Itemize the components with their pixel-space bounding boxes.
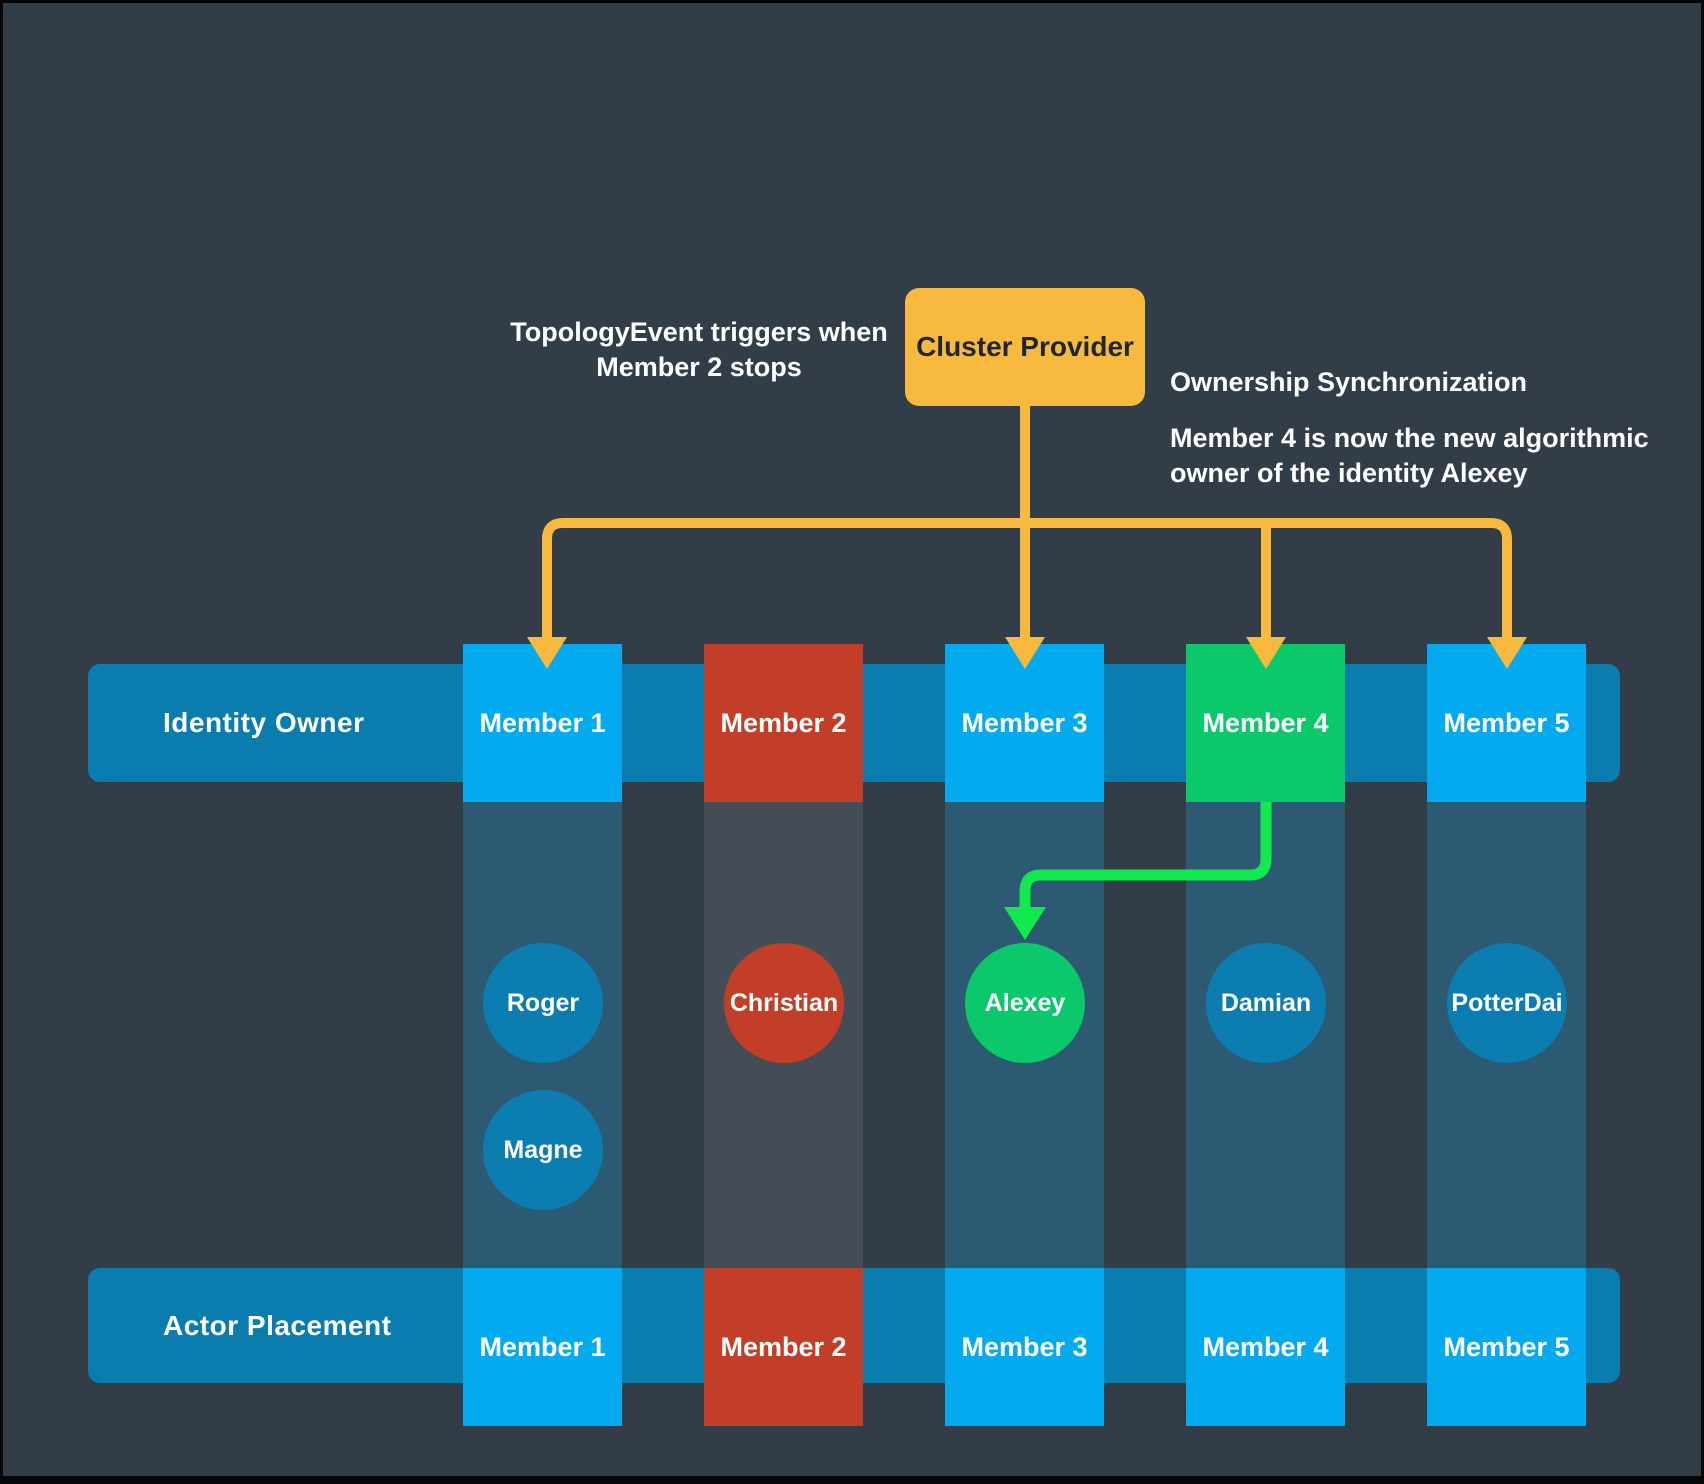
actor-placement-member-1: Member 1 <box>463 1268 622 1426</box>
identity-magne: Magne <box>483 1090 603 1210</box>
topology-event-annotation: TopologyEvent triggers when Member 2 sto… <box>503 315 895 385</box>
ownership-sync-line1: Member 4 is now the new algorithmic <box>1170 423 1649 453</box>
identity-owner-label: Identity Owner <box>163 707 365 738</box>
identity-owner-member-4: Member 4 <box>1186 644 1345 802</box>
actor-placement-member-2: Member 2 <box>704 1268 863 1426</box>
topology-event-line2: Member 2 stops <box>596 352 802 382</box>
identity-roger: Roger <box>483 943 603 1063</box>
topology-event-line1: TopologyEvent triggers when <box>510 317 888 347</box>
ownership-sync-line2: owner of the identity Alexey <box>1170 458 1528 488</box>
identity-potterdai: PotterDai <box>1447 943 1567 1063</box>
actor-placement-label: Actor Placement <box>163 1309 392 1341</box>
identity-owner-member-2: Member 2 <box>704 644 863 802</box>
identity-christian: Christian <box>724 943 844 1063</box>
actor-placement-member-5: Member 5 <box>1427 1268 1586 1426</box>
actor-placement-member-4: Member 4 <box>1186 1268 1345 1426</box>
ownership-sync-title: Ownership Synchronization <box>1170 367 1528 397</box>
cluster-provider-box: Cluster Provider <box>905 288 1145 406</box>
identity-owner-member-3: Member 3 <box>945 644 1104 802</box>
identity-owner-member-1: Member 1 <box>463 644 622 802</box>
identity-damian: Damian <box>1206 943 1326 1063</box>
identity-owner-member-5: Member 5 <box>1427 644 1586 802</box>
ownership-sync-body: Member 4 is now the new algorithmic owne… <box>1170 421 1649 491</box>
identity-alexey: Alexey <box>965 943 1085 1063</box>
actor-placement-member-3: Member 3 <box>945 1268 1104 1426</box>
